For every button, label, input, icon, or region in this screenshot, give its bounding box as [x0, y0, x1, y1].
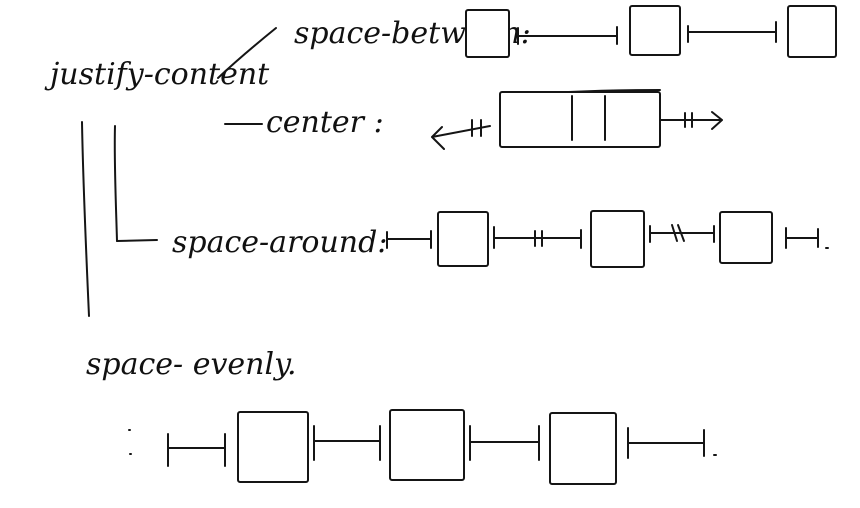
row-center — [431, 89, 723, 150]
space-evenly-gap-4 — [627, 427, 717, 459]
space-evenly-gap-1 — [167, 433, 226, 467]
label-space-around: space-around: — [172, 225, 387, 260]
label-justify-content: justify-content — [44, 57, 270, 92]
connector-space-between — [217, 27, 277, 79]
row-space-between — [465, 5, 837, 58]
space-evenly-gap-3 — [469, 425, 540, 461]
center-box-group — [499, 91, 661, 148]
space-around-box-2 — [590, 210, 645, 268]
space-between-box-3 — [787, 5, 837, 58]
space-between-box-2 — [629, 5, 681, 56]
space-between-gap-2 — [687, 21, 777, 43]
space-around-box-1 — [437, 211, 489, 267]
space-around-box-3 — [719, 211, 773, 264]
center-left-ticks — [471, 119, 482, 137]
space-between-gap-1 — [517, 26, 618, 45]
row-space-around — [386, 210, 829, 268]
tree-trunk-right — [113, 125, 118, 242]
center-right-ticks — [684, 112, 693, 128]
space-evenly-box-2 — [389, 409, 465, 481]
row-space-evenly — [128, 409, 717, 485]
center-box-dividers — [571, 95, 606, 141]
space-evenly-gap-2 — [313, 425, 381, 461]
space-between-box-1 — [465, 9, 510, 58]
label-space-evenly: space- evenly. — [86, 347, 297, 382]
space-around-gap-end — [785, 227, 829, 249]
space-evenly-box-3 — [549, 412, 617, 485]
space-around-gap-middle-2 — [649, 224, 715, 243]
label-center: center : — [266, 105, 384, 140]
tree-trunk-left — [81, 121, 90, 317]
space-evenly-colon — [128, 429, 132, 455]
tree-branch-space-around — [116, 239, 158, 242]
space-around-gap-middle-1 — [493, 226, 582, 249]
space-evenly-box-1 — [237, 411, 309, 483]
space-around-gap-start — [386, 230, 432, 249]
